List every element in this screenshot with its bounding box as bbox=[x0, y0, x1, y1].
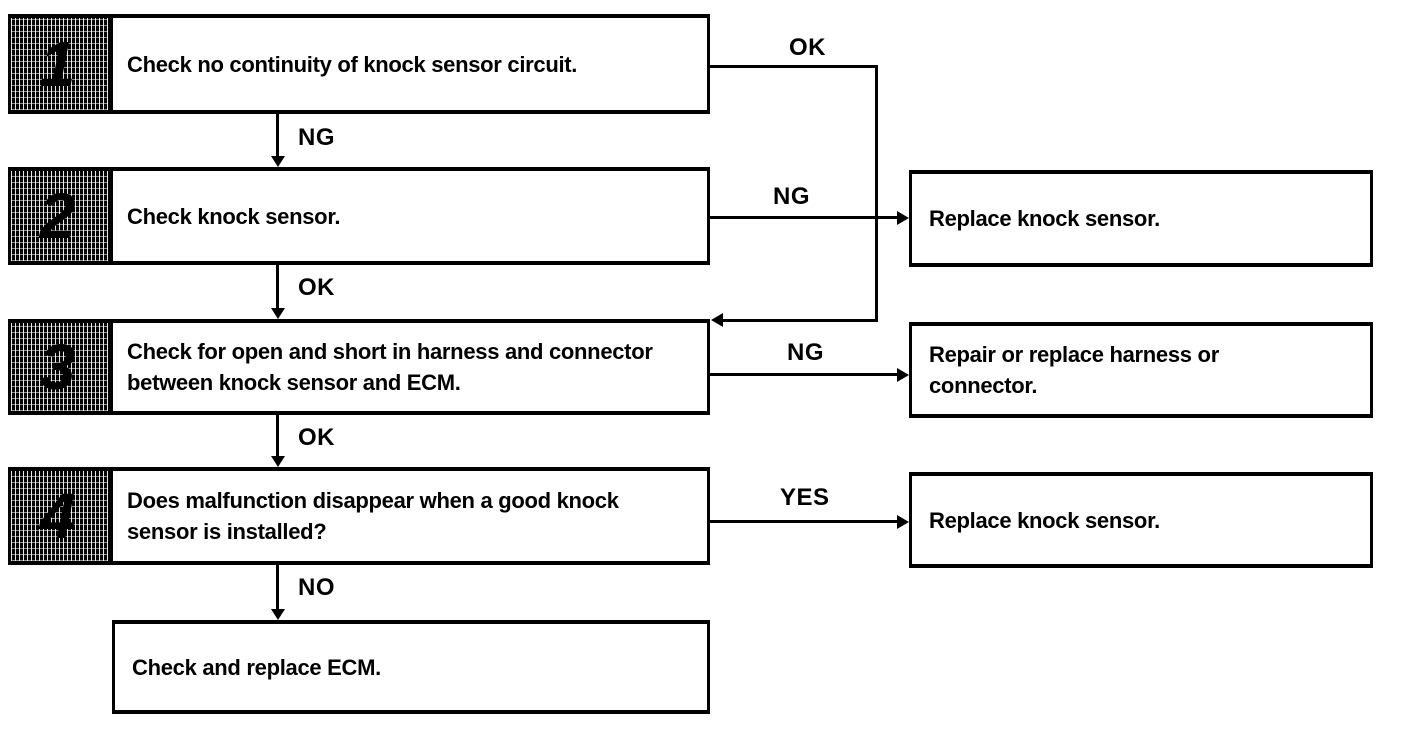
step-1-number-tab: 1 bbox=[11, 18, 113, 110]
arrowhead-step2-step3 bbox=[271, 308, 285, 319]
action-3-text: Replace knock sensor. bbox=[929, 507, 1160, 533]
arrowhead-step1-ok bbox=[711, 313, 723, 327]
step-1-number: 1 bbox=[39, 28, 76, 100]
action-1-box: Replace knock sensor. bbox=[909, 170, 1373, 267]
arrowhead-step4-action3 bbox=[897, 515, 909, 529]
connector-step2-step3 bbox=[276, 265, 279, 311]
label-step1-down: NG bbox=[298, 124, 335, 151]
connector-step3-action2 bbox=[710, 373, 898, 376]
connector-step1-ok-return bbox=[722, 319, 878, 322]
connector-step1-step2 bbox=[276, 114, 279, 160]
step-4-number-tab: 4 bbox=[11, 471, 113, 561]
step-3-number-tab: 3 bbox=[11, 323, 113, 411]
label-step3-right: NG bbox=[787, 339, 824, 366]
step-3-text: Check for open and short in harness and … bbox=[127, 339, 653, 395]
arrowhead-step1-step2 bbox=[271, 156, 285, 167]
step-3-box: 3 Check for open and short in harness an… bbox=[8, 319, 710, 415]
label-step2-down: OK bbox=[298, 274, 335, 301]
step-4-box: 4 Does malfunction disappear when a good… bbox=[8, 467, 710, 565]
action-1-text: Replace knock sensor. bbox=[929, 206, 1160, 231]
connector-step1-ok-horizontal bbox=[710, 65, 878, 68]
action-2-box: Repair or replace harness or connector. bbox=[909, 322, 1373, 418]
label-step4-down: NO bbox=[298, 574, 335, 601]
arrowhead-step3-action2 bbox=[897, 368, 909, 382]
label-step1-right: OK bbox=[789, 34, 826, 61]
action-2-text: Repair or replace harness or connector. bbox=[929, 342, 1219, 398]
step-2-box: 2 Check knock sensor. bbox=[8, 167, 710, 265]
terminal-text: Check and replace ECM. bbox=[132, 654, 381, 680]
step-3-number: 3 bbox=[39, 331, 76, 403]
connector-step4-terminal bbox=[276, 565, 279, 611]
action-3-box: Replace knock sensor. bbox=[909, 472, 1373, 568]
step-2-number-tab: 2 bbox=[11, 171, 113, 261]
arrowhead-step4-terminal bbox=[271, 609, 285, 620]
step-4-text: Does malfunction disappear when a good k… bbox=[127, 488, 619, 544]
terminal-box: Check and replace ECM. bbox=[112, 620, 710, 714]
label-step3-down: OK bbox=[298, 424, 335, 451]
step-4-number: 4 bbox=[39, 480, 76, 552]
step-1-text: Check no continuity of knock sensor circ… bbox=[127, 51, 578, 77]
step-2-text: Check knock sensor. bbox=[127, 203, 341, 229]
step-2-number: 2 bbox=[39, 180, 76, 252]
arrowhead-step2-action1 bbox=[897, 211, 909, 225]
connector-step3-step4 bbox=[276, 415, 279, 460]
label-step2-right: NG bbox=[773, 183, 810, 210]
step-1-box: 1 Check no continuity of knock sensor ci… bbox=[8, 14, 710, 114]
connector-step2-action1 bbox=[710, 216, 898, 219]
label-step4-right: YES bbox=[780, 484, 830, 511]
connector-step1-ok-vertical bbox=[875, 65, 878, 321]
arrowhead-step3-step4 bbox=[271, 456, 285, 467]
connector-step4-action3 bbox=[710, 520, 898, 523]
